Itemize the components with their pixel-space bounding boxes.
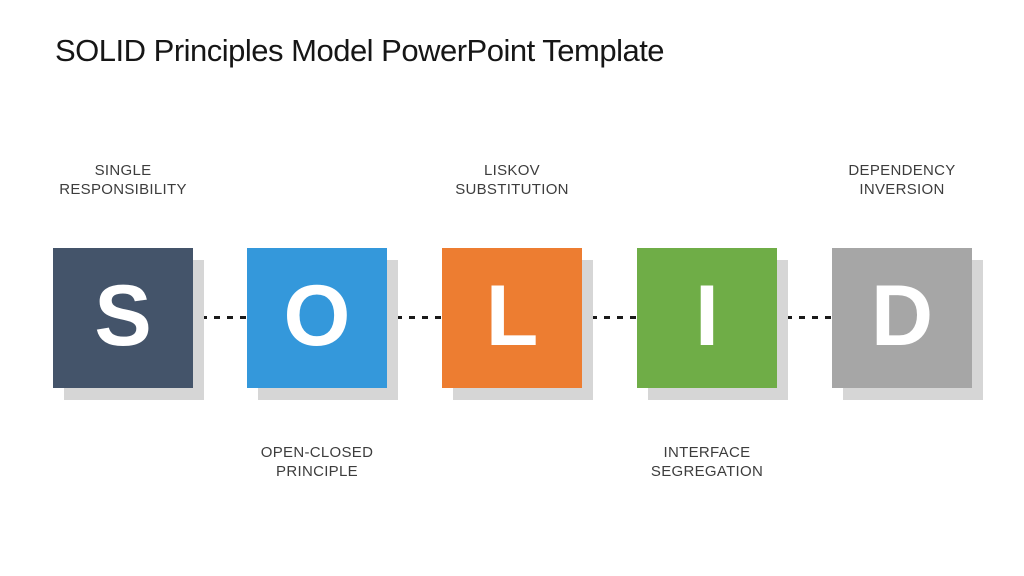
label-line: PRINCIPLE <box>276 462 358 480</box>
label-line: SUBSTITUTION <box>455 181 569 199</box>
label-line: OPEN-CLOSED <box>260 444 374 461</box>
slide-title: SOLID Principles Model PowerPoint Templa… <box>55 33 665 68</box>
principle-label-single-responsibility: SINGLE RESPONSIBILITY <box>0 162 253 200</box>
principle-square-s: S <box>53 248 193 388</box>
principle-label-open-closed: OPEN-CLOSED PRINCIPLE <box>187 444 447 482</box>
principle-group-liskov-substitution: LISKOV SUBSTITUTION L <box>442 162 582 388</box>
principle-letter-o: O <box>283 268 351 364</box>
label-line: INVERSION <box>859 181 945 199</box>
principle-letter-s: S <box>94 268 152 364</box>
principle-group-interface-segregation: INTERFACE SEGREGATION I <box>637 248 777 480</box>
label-line: DEPENDENCY <box>848 162 956 180</box>
principle-label-dependency-inversion: DEPENDENCY INVERSION <box>772 162 1024 200</box>
principle-square-o: O <box>247 248 387 388</box>
principle-square-l: L <box>442 248 582 388</box>
principle-letter-l: L <box>485 268 539 364</box>
principle-group-open-closed: OPEN-CLOSED PRINCIPLE O <box>247 248 387 480</box>
label-line: SINGLE <box>94 162 152 180</box>
principle-letter-i: I <box>695 268 719 364</box>
label-line: LISKOV <box>484 162 540 180</box>
label-line: SEGREGATION <box>650 462 764 480</box>
principle-group-dependency-inversion: DEPENDENCY INVERSION D <box>832 162 972 388</box>
principle-label-liskov-substitution: LISKOV SUBSTITUTION <box>382 162 642 200</box>
principle-label-interface-segregation: INTERFACE SEGREGATION <box>577 444 837 482</box>
principle-square-i: I <box>637 248 777 388</box>
principle-square-d: D <box>832 248 972 388</box>
label-line: INTERFACE <box>663 444 751 461</box>
principle-group-single-responsibility: SINGLE RESPONSIBILITY S <box>53 162 193 388</box>
label-line: RESPONSIBILITY <box>59 181 187 199</box>
principle-letter-d: D <box>870 268 934 364</box>
